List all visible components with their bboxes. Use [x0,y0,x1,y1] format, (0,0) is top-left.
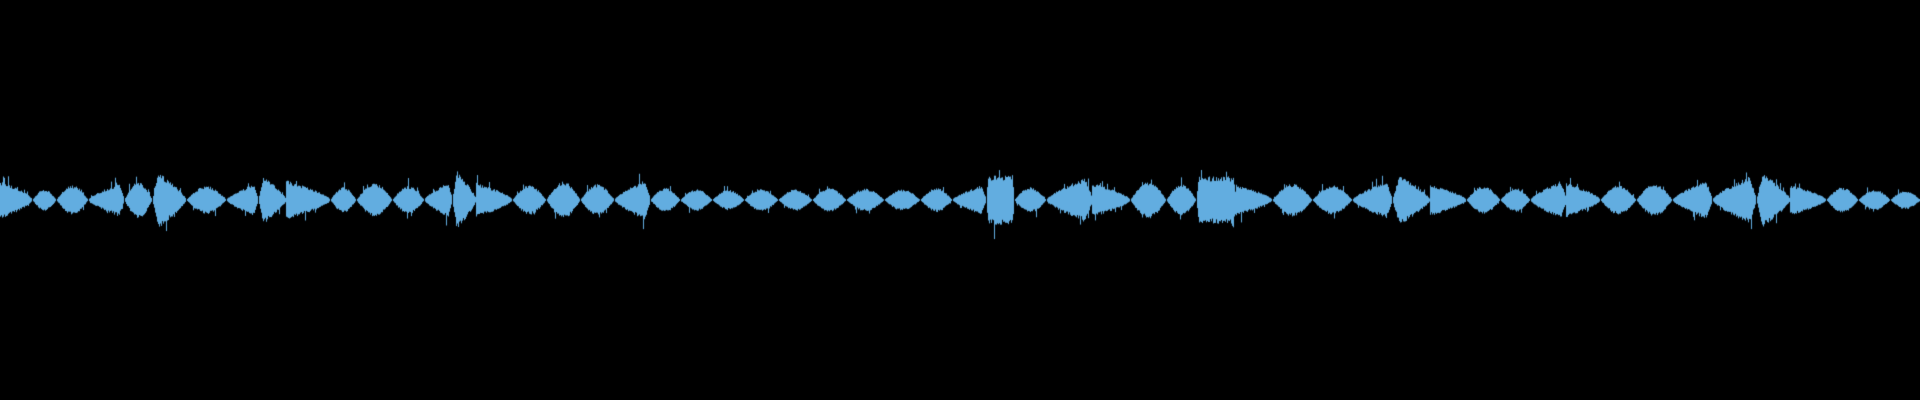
audio-waveform-viewer[interactable] [0,0,1920,400]
waveform-canvas[interactable] [0,0,1920,400]
